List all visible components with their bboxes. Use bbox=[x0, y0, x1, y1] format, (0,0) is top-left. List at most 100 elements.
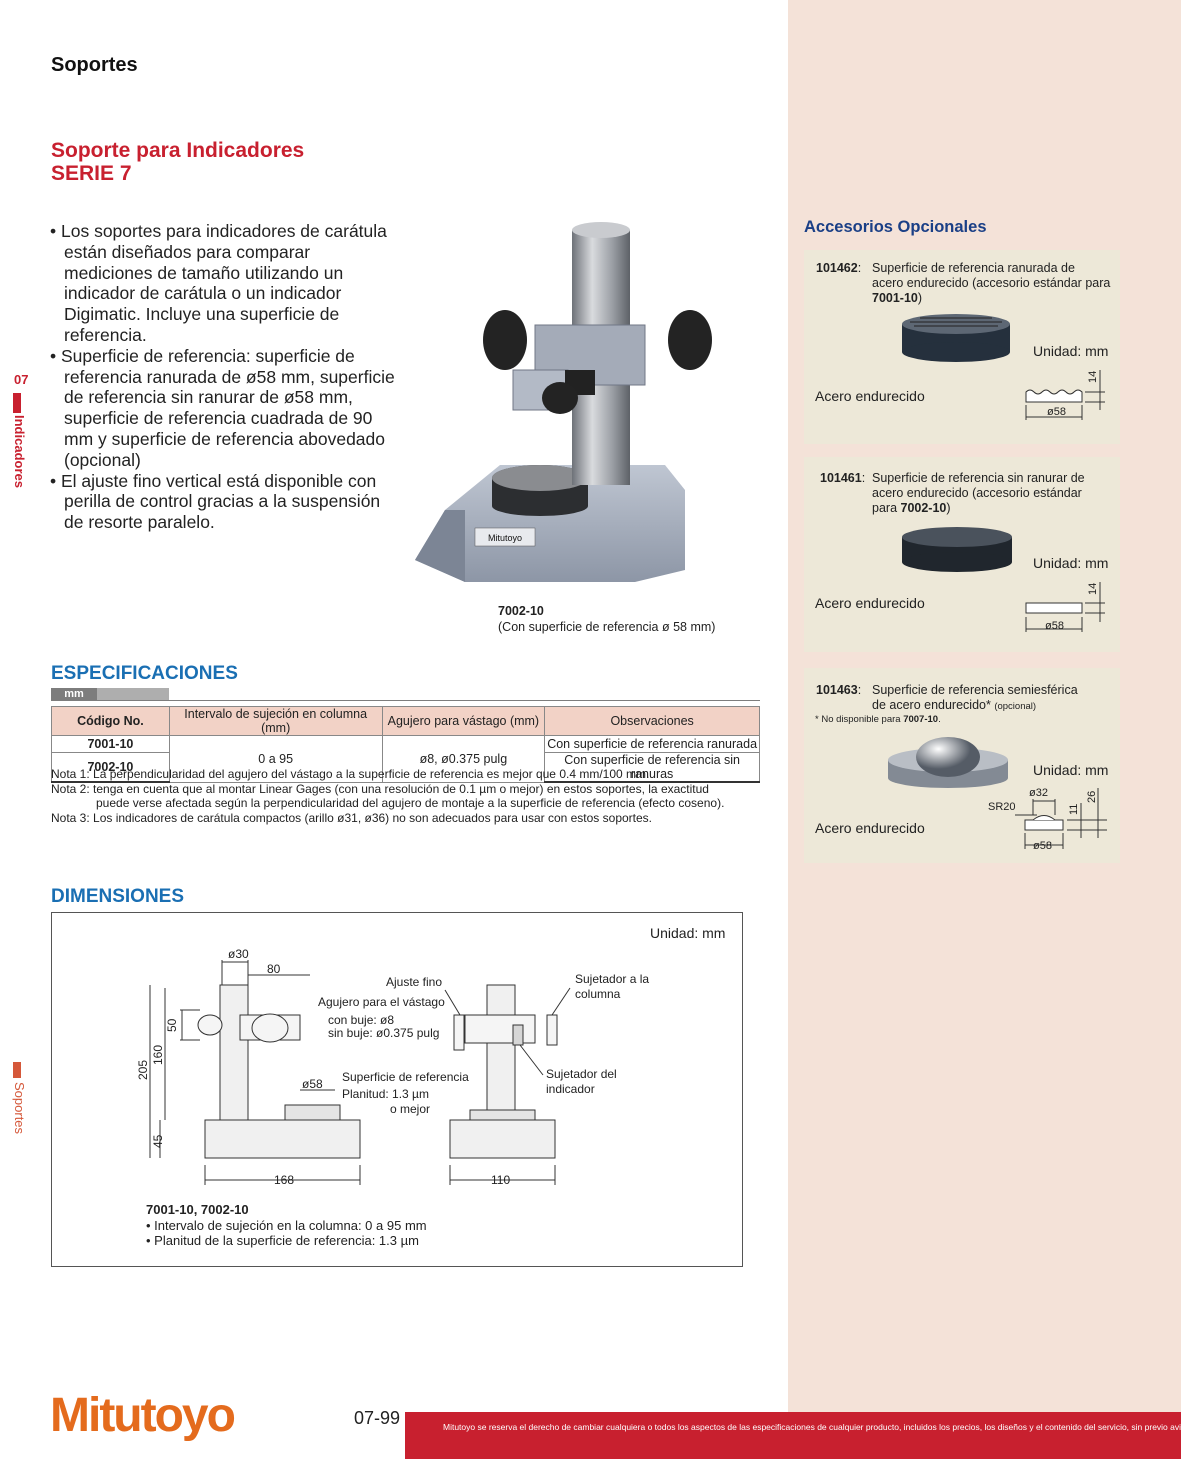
accessory-dim-drawing: ø58 14 bbox=[1025, 582, 1105, 632]
svg-text:11: 11 bbox=[1068, 804, 1080, 815]
col-header-range: Intervalo de sujeción en columna (mm) bbox=[168, 706, 383, 736]
photo-caption-text: (Con superficie de referencia ø 58 mm) bbox=[498, 620, 716, 634]
label-column-clamp-2: columna bbox=[575, 987, 621, 1001]
product-photo: Mitutoyo bbox=[415, 222, 712, 582]
photo-model: 7002-10 bbox=[498, 604, 544, 618]
dim-h205: 205 bbox=[136, 1060, 150, 1080]
col-header-code: Código No. bbox=[51, 706, 170, 736]
svg-text:14: 14 bbox=[1087, 583, 1099, 595]
label-indicator-clamp-1: Sujetador del bbox=[546, 1067, 617, 1081]
section-title: Soportes bbox=[51, 54, 138, 76]
accessory-material: Acero endurecido bbox=[815, 820, 925, 836]
label-column-clamp-1: Sujetador a la bbox=[575, 972, 649, 986]
dimensions-box bbox=[51, 912, 743, 1267]
spec-table: Código No. Intervalo de sujeción en colu… bbox=[51, 706, 760, 783]
accessory-material: Acero endurecido bbox=[815, 595, 925, 611]
accessory-code: 101462: bbox=[816, 261, 862, 275]
side-tab-bar bbox=[13, 393, 21, 413]
label-without-bushing: sin buje: ø0.375 pulg bbox=[328, 1026, 439, 1040]
accessory-note: * No disponible para 7007-10. bbox=[815, 714, 941, 725]
side-tab-bar-2 bbox=[13, 1062, 21, 1078]
svg-text:ø58: ø58 bbox=[1047, 406, 1066, 418]
side-tab-number: 07 bbox=[14, 372, 29, 387]
accessory-unit: Unidad: mm bbox=[1033, 555, 1109, 571]
footer-disclaimer: Mitutoyo se reserva el derecho de cambia… bbox=[443, 1422, 1181, 1432]
product-title-line1: Soporte para Indicadores bbox=[51, 139, 305, 162]
accessory-code: 101463: bbox=[816, 683, 862, 697]
label-fine-adjust: Ajuste fino bbox=[386, 975, 442, 989]
cell-obs: Con superficie de referencia sin ranuras bbox=[544, 752, 760, 783]
divider bbox=[51, 700, 760, 701]
accessory-photo-plain bbox=[902, 527, 1012, 572]
accessory-photo-grooved bbox=[902, 314, 1010, 362]
svg-text:14: 14 bbox=[1087, 371, 1099, 383]
cell-code: 7002-10 bbox=[51, 752, 170, 783]
dim-w168: 168 bbox=[274, 1173, 294, 1187]
note-2-cont: puede verse afectada según la perpendicu… bbox=[96, 796, 725, 810]
col-header-obs: Observaciones bbox=[544, 706, 760, 736]
label-flatness: Planitud: 1.3 µm bbox=[342, 1087, 429, 1101]
page-number: 07-99 bbox=[354, 1408, 401, 1428]
svg-text:SR20: SR20 bbox=[988, 801, 1016, 813]
accessory-unit: Unidad: mm bbox=[1033, 762, 1109, 778]
note-1: Nota 1: La perpendicularidad del agujero… bbox=[51, 767, 650, 781]
dim-d58: ø58 bbox=[302, 1077, 323, 1091]
accessory-dim-drawing: ø32 SR20 ø58 11 26 bbox=[988, 787, 1107, 852]
footer-bar: Mitutoyo se reserva el derecho de cambia… bbox=[405, 1412, 1181, 1459]
dim-h50: 50 bbox=[165, 1018, 179, 1032]
dimensions-caption-line: • Intervalo de sujeción en la columna: 0… bbox=[146, 1217, 427, 1233]
label-ref-surface: Superficie de referencia bbox=[342, 1070, 469, 1084]
table-header-row: Código No. Intervalo de sujeción en colu… bbox=[51, 706, 760, 736]
photo-brand-label: Mitutoyo bbox=[488, 533, 522, 543]
dimensions-caption: 7001-10, 7002-10 • Intervalo de sujeción… bbox=[146, 1202, 427, 1249]
brand-logo: Mitutoyo bbox=[50, 1389, 236, 1442]
accessory-desc: Superficie de referencia sin ranurar de … bbox=[872, 471, 1085, 515]
feature-list: Los soportes para indicadores de carátul… bbox=[50, 221, 400, 533]
dim-w80: 80 bbox=[267, 962, 281, 976]
accessory-dim-drawing: ø58 14 bbox=[1025, 370, 1105, 420]
accessory-photo-hemispherical bbox=[888, 737, 1008, 788]
side-tab-subchapter[interactable]: Soportes bbox=[12, 1082, 27, 1135]
spec-notes: Nota 1: La perpendicularidad del agujero… bbox=[51, 767, 771, 825]
svg-text:ø58: ø58 bbox=[1033, 840, 1052, 852]
specs-title: ESPECIFICACIONES bbox=[51, 663, 238, 684]
dimensions-caption-line: • Planitud de la superficie de referenci… bbox=[146, 1233, 419, 1248]
accessory-material: Acero endurecido bbox=[815, 388, 925, 404]
dim-d30: ø30 bbox=[228, 947, 249, 961]
svg-text:ø58: ø58 bbox=[1045, 620, 1064, 632]
note-2: Nota 2: tenga en cuenta que al montar Li… bbox=[51, 781, 709, 796]
table-row: 7001-10 0 a 95 ø8, ø0.375 pulg Con super… bbox=[51, 735, 760, 783]
dim-w110: 110 bbox=[491, 1173, 510, 1187]
unit-tag: mm bbox=[51, 688, 169, 701]
accessories-title: Accesorios Opcionales bbox=[804, 218, 987, 236]
accessory-desc: Superficie de referencia ranurada de ace… bbox=[872, 261, 1111, 305]
col-header-hole: Agujero para vástago (mm) bbox=[381, 706, 546, 736]
note-3: Nota 3: Los indicadores de carátula comp… bbox=[51, 810, 653, 825]
cell-range: 0 a 95 bbox=[168, 735, 383, 783]
product-title: Soporte para Indicadores SERIE 7 bbox=[51, 139, 304, 185]
table-row: 7002-10 Con superficie de referencia sin… bbox=[51, 752, 760, 783]
side-tab-chapter[interactable]: Indicadores bbox=[12, 415, 27, 488]
cell-obs: Con superficie de referencia ranurada bbox=[544, 735, 760, 753]
label-with-bushing: con buje: ø8 bbox=[328, 1013, 394, 1027]
dim-h45: 45 bbox=[151, 1134, 165, 1148]
dimensions-unit: Unidad: mm bbox=[650, 925, 726, 941]
label-indicator-clamp-2: indicador bbox=[546, 1082, 595, 1096]
svg-text:26: 26 bbox=[1086, 791, 1098, 803]
dim-h160: 160 bbox=[151, 1045, 165, 1065]
dimensions-title: DIMENSIONES bbox=[51, 886, 185, 907]
label-stem-hole: Agujero para el vástago bbox=[318, 995, 445, 1009]
accessory-desc: Superficie de referencia semiesférica de… bbox=[872, 683, 1078, 712]
dimensions-caption-title: 7001-10, 7002-10 bbox=[146, 1202, 249, 1217]
photo-caption: 7002-10 (Con superficie de referencia ø … bbox=[498, 603, 715, 635]
unit-tag-label: mm bbox=[51, 688, 97, 701]
cell-hole: ø8, ø0.375 pulg bbox=[381, 735, 546, 783]
product-title-line2: SERIE 7 bbox=[51, 162, 132, 185]
label-or-better: o mejor bbox=[390, 1102, 430, 1116]
cell-code: 7001-10 bbox=[51, 735, 170, 753]
feature-item: El ajuste fino vertical está disponible … bbox=[50, 471, 400, 533]
accessory-unit: Unidad: mm bbox=[1033, 343, 1109, 359]
svg-text:ø32: ø32 bbox=[1029, 787, 1048, 799]
feature-item: Los soportes para indicadores de carátul… bbox=[50, 221, 400, 346]
